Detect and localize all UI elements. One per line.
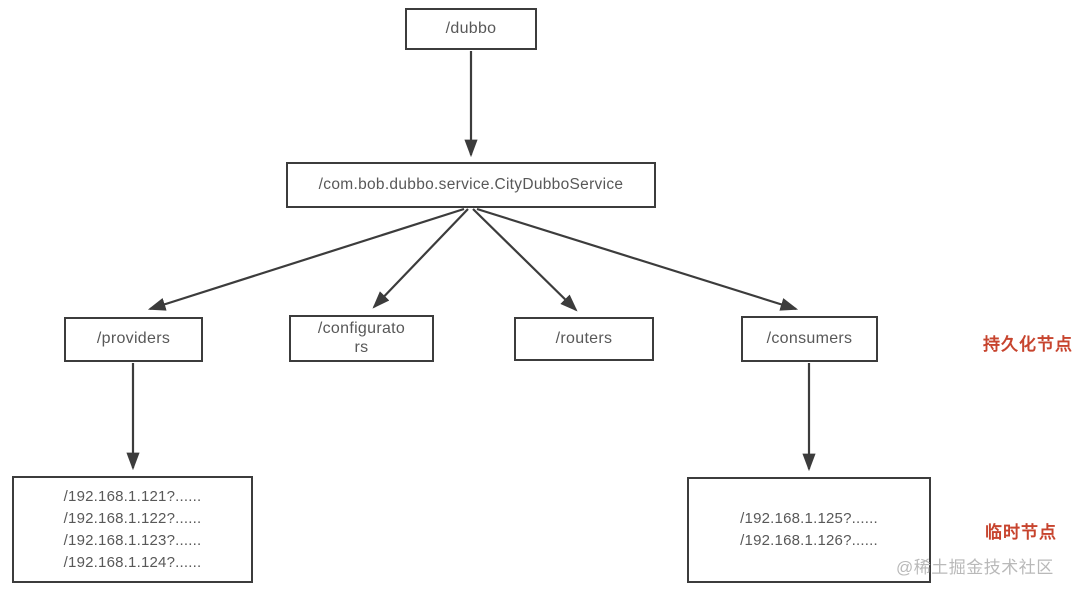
consumer-address: /192.168.1.126?...... xyxy=(740,532,878,549)
provider-address: /192.168.1.123?...... xyxy=(63,531,202,549)
consumer-address-box: /192.168.1.125?...... /192.168.1.126?...… xyxy=(687,477,931,583)
node-configurators-label: /configurators xyxy=(317,319,406,356)
provider-address: /192.168.1.121?...... xyxy=(63,487,202,505)
arrow-service-to-providers xyxy=(147,207,465,311)
arrow-service-to-configurators xyxy=(372,208,469,309)
arrow-service-to-routers xyxy=(472,208,578,312)
node-routers-label: /routers xyxy=(555,329,613,347)
arrow-service-to-consumers xyxy=(476,207,799,311)
node-dubbo: /dubbo xyxy=(405,8,537,50)
ephemeral-node-annotation: 临时节点 xyxy=(985,523,1057,542)
watermark: @稀土掘金技术社区 xyxy=(896,558,1054,577)
node-service-label: /com.bob.dubbo.service.CityDubboService xyxy=(318,175,624,193)
node-dubbo-label: /dubbo xyxy=(445,19,497,37)
provider-address-box: /192.168.1.121?...... /192.168.1.122?...… xyxy=(12,476,253,583)
node-service: /com.bob.dubbo.service.CityDubboService xyxy=(286,162,656,208)
persistent-node-annotation: 持久化节点 xyxy=(983,335,1073,354)
node-providers-label: /providers xyxy=(96,330,171,348)
provider-address: /192.168.1.124?...... xyxy=(63,553,202,571)
node-configurators: /configurators xyxy=(289,315,434,362)
node-routers: /routers xyxy=(514,317,654,361)
node-consumers: /consumers xyxy=(741,316,878,362)
provider-address: /192.168.1.122?...... xyxy=(63,509,202,527)
node-providers: /providers xyxy=(64,317,203,362)
node-consumers-label: /consumers xyxy=(766,329,853,347)
consumer-address: /192.168.1.125?...... xyxy=(740,510,878,527)
